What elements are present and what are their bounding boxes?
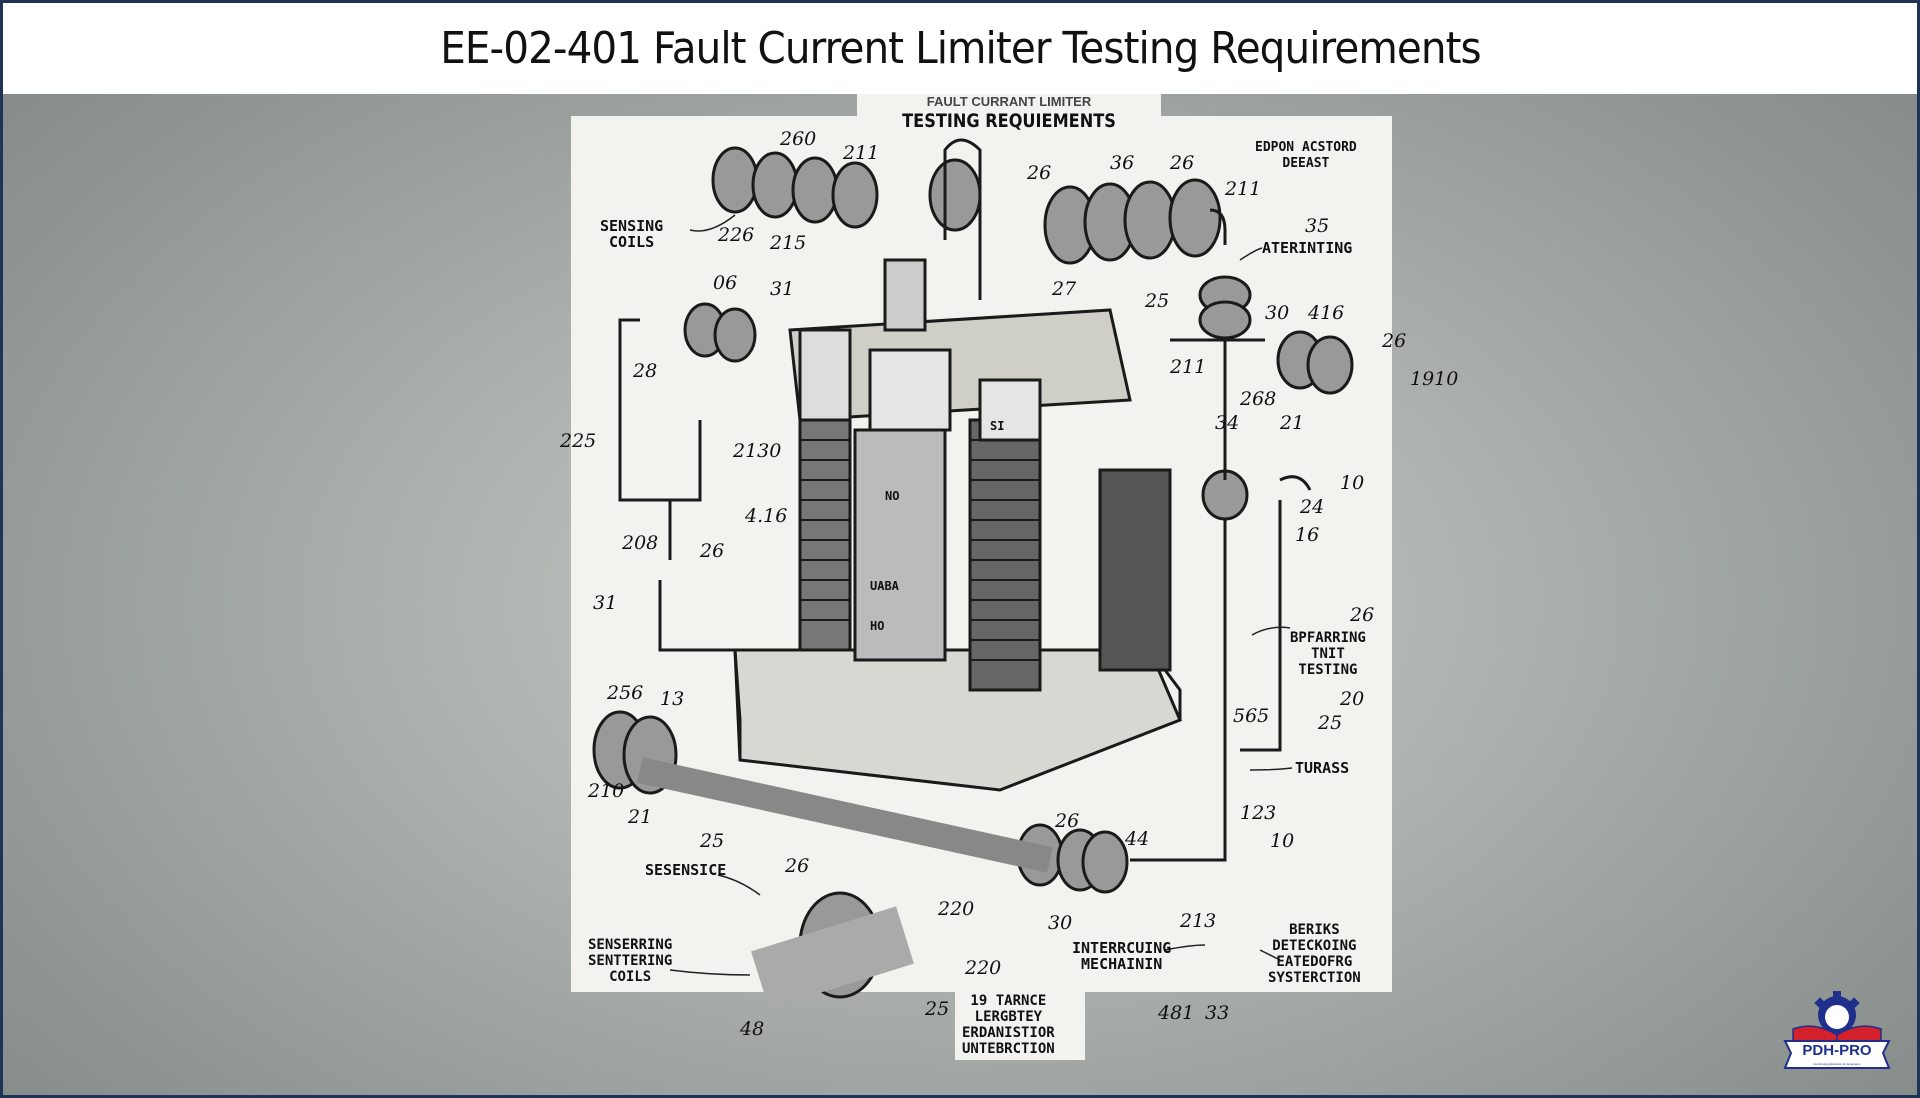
label-senserring: SENSERRING SENTTERING COILS (588, 937, 673, 985)
callout: 24 (1300, 496, 1325, 518)
callout: 34 (1215, 412, 1240, 434)
callout: 26 (1027, 162, 1052, 184)
callout: 26 (1382, 330, 1407, 352)
label-aterinting: ATERINTING (1262, 239, 1353, 257)
callout: 16 (1295, 524, 1320, 546)
callout: 21 (628, 806, 653, 828)
label-sesensice: SESENSICE (645, 861, 727, 879)
callout: 213 (1180, 910, 1217, 932)
callout: 35 (1305, 215, 1330, 237)
label-turass: TURASS (1295, 759, 1350, 777)
illustration-header-line1: FAULT CURRANT LIMITER (926, 94, 1092, 109)
callout: 481 (1158, 1002, 1195, 1024)
callout: 25 (1145, 290, 1170, 312)
callout: 25 (925, 998, 950, 1020)
callout: 10 (1340, 472, 1365, 494)
callout: 226 (718, 224, 755, 246)
illustration-header-line2: TESTING REQUIEMENTS (902, 110, 1116, 132)
callout: 211 (1170, 356, 1207, 378)
callout: 256 (607, 682, 644, 704)
logo-brand: PDH-PRO (1802, 1042, 1872, 1059)
pdh-pro-logo: PDH-PRO Continuing Education for Enginee… (1783, 987, 1891, 1069)
slide-title-bar: EE-02-401 Fault Current Limiter Testing … (3, 3, 1917, 94)
label-bpfarring: BPFARRING TNIT TESTING (1290, 630, 1366, 678)
part-label: HO (870, 619, 884, 633)
callout: 211 (1225, 178, 1262, 200)
callout: 123 (1240, 802, 1277, 824)
callout: 13 (660, 688, 685, 710)
callout: 44 (1125, 828, 1150, 850)
callout: 268 (1240, 388, 1277, 410)
label-sensing-coils: SENSING COILS (600, 217, 664, 251)
callout: 1910 (1410, 368, 1459, 390)
callout: 225 (560, 430, 597, 452)
label-edpon: EDPON ACSTORD DEEAST (1255, 140, 1357, 171)
callout: 25 (700, 830, 725, 852)
label-tarnce: 19 TARNCE LERGBTEY ERDANISTIOR UNTEBRCTI… (962, 993, 1055, 1057)
callout: 20 (1340, 688, 1365, 710)
slide-title: EE-02-401 Fault Current Limiter Testing … (439, 23, 1481, 74)
callout: 25 (1318, 712, 1343, 734)
callout: 211 (843, 142, 880, 164)
callout: 10 (1270, 830, 1295, 852)
callout: 21 (1280, 412, 1305, 434)
callout: 565 (1233, 705, 1270, 727)
callout: 215 (770, 232, 807, 254)
callout: 26 (1350, 604, 1375, 626)
logo-tagline: Continuing Education for Engineers (1813, 1062, 1861, 1066)
illustration-header: FAULT CURRANT LIMITER TESTING REQUIEMENT… (857, 94, 1161, 132)
callout: 36 (1110, 152, 1135, 174)
callout: 208 (622, 532, 659, 554)
label-interrcuing: INTERRCUING MECHAININ (1072, 939, 1172, 973)
gear-book-icon: PDH-PRO Continuing Education for Enginee… (1783, 991, 1891, 1069)
callout: 30 (1265, 302, 1290, 324)
callout: 26 (785, 855, 810, 877)
label-beriks: BERIKS DETECKOING EATEDOFRG SYSTERCTION (1268, 922, 1361, 986)
part-label: UABA (870, 579, 900, 593)
callout: 4.16 (745, 505, 788, 527)
callout: 2130 (733, 440, 782, 462)
callout: 27 (1052, 278, 1077, 300)
callout: 33 (1205, 1002, 1230, 1024)
part-label: SI (990, 419, 1004, 433)
callout: 26 (700, 540, 725, 562)
callout: 220 (938, 898, 975, 920)
illustration-bottom-tab (955, 990, 1085, 1060)
callout: 220 (965, 957, 1002, 979)
callout: 416 (1308, 302, 1345, 324)
callout: 28 (633, 360, 658, 382)
callout: 30 (1048, 912, 1073, 934)
callout: 31 (593, 592, 618, 614)
callout: 06 (713, 272, 738, 294)
callout: 48 (740, 1018, 765, 1040)
part-label: NO (885, 489, 899, 503)
callout: 31 (770, 278, 795, 300)
callout: 210 (588, 780, 625, 802)
callout: 260 (780, 128, 817, 150)
callout: 26 (1055, 810, 1080, 832)
callout: 26 (1170, 152, 1195, 174)
